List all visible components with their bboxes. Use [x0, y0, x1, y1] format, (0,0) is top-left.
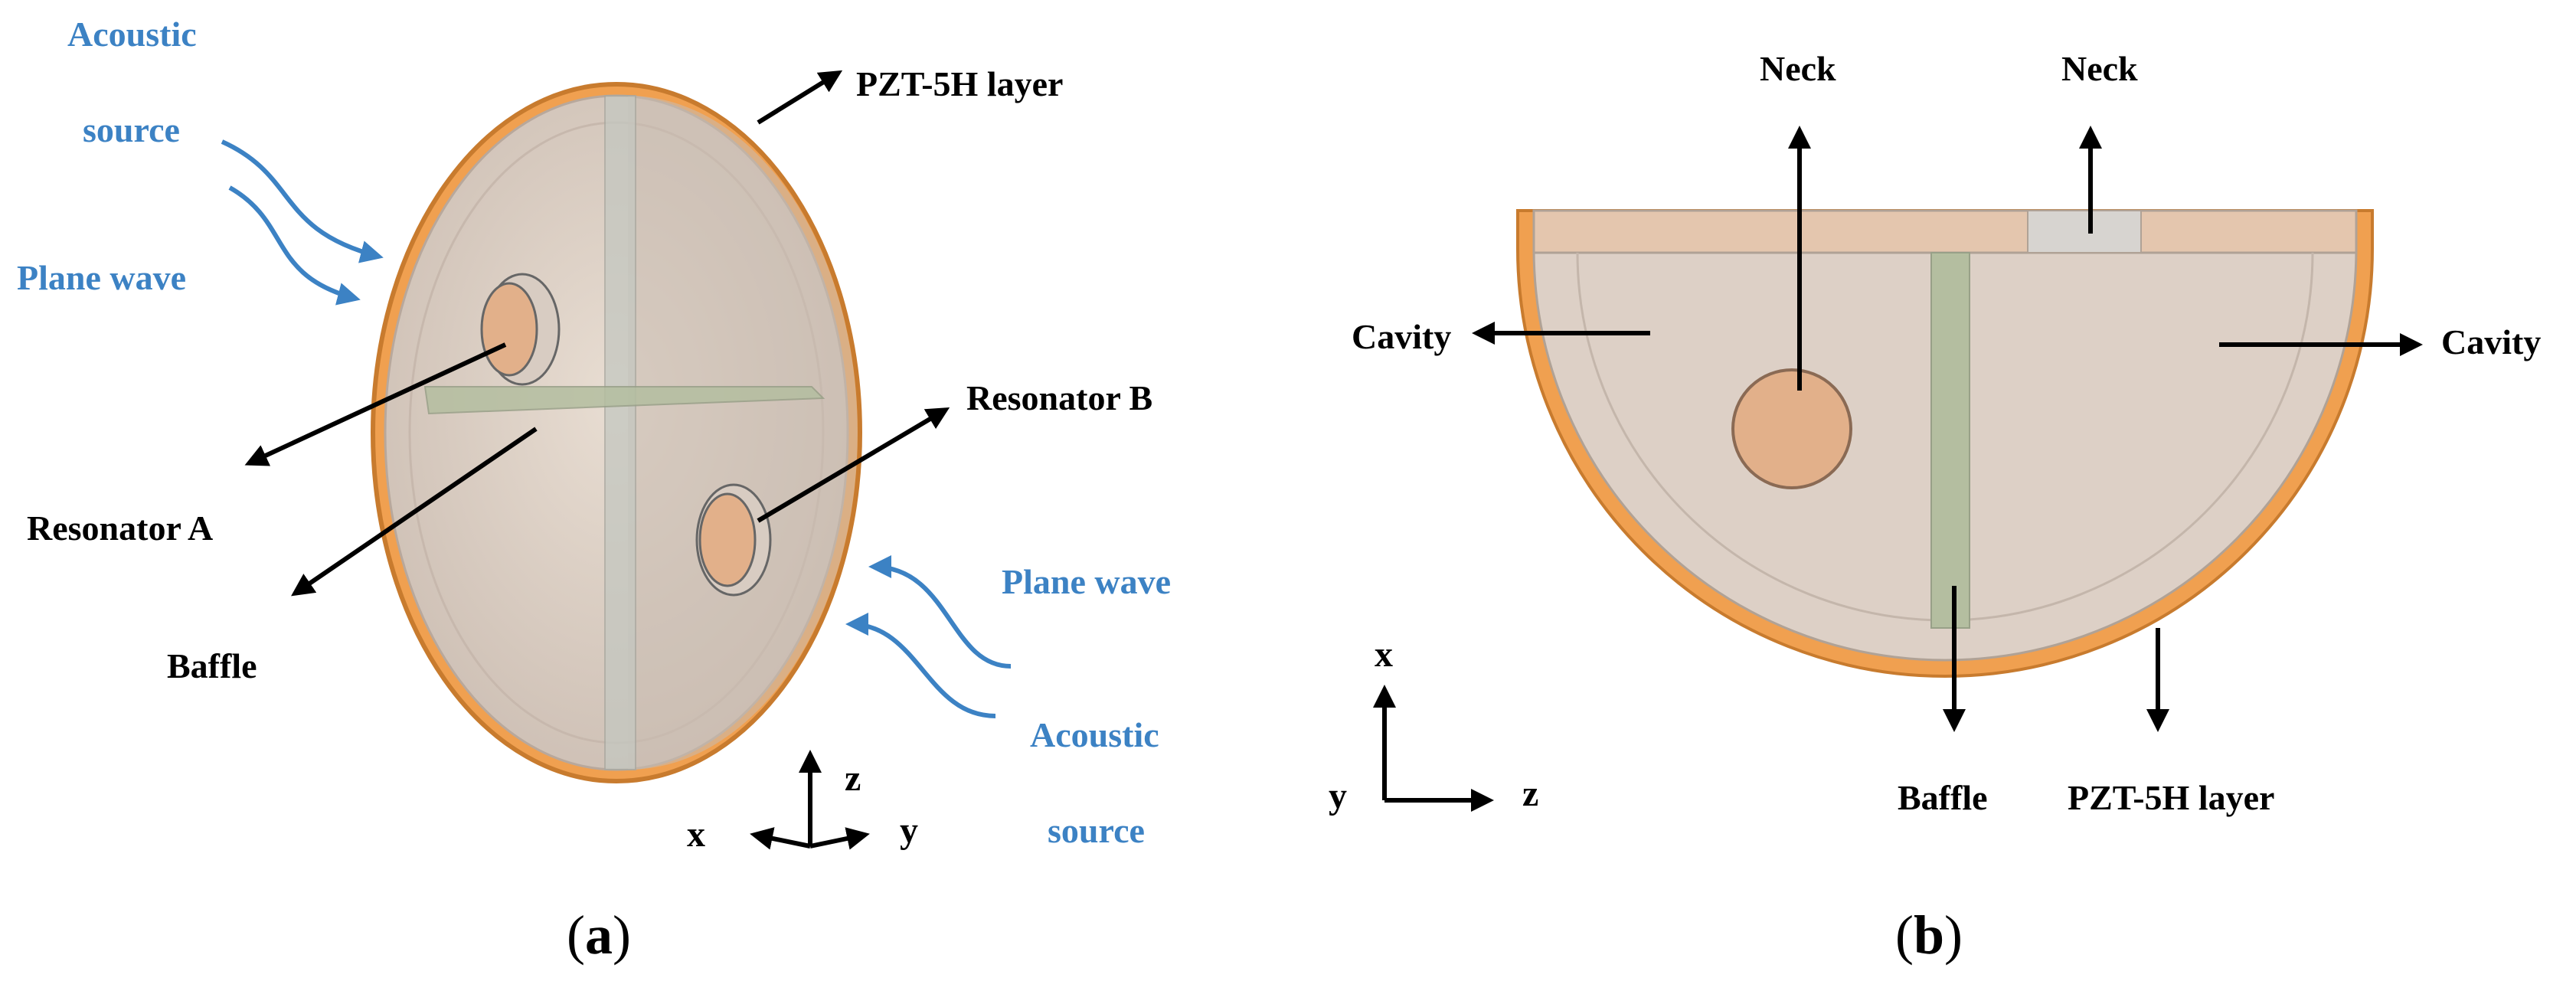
panel-b: Neck Neck Cavity Cavity Baffle PZT-5H la… — [1329, 49, 2541, 966]
label-resonator-a: Resonator A — [27, 508, 213, 548]
label-cavity-right: Cavity — [2441, 322, 2541, 361]
caption-b: (b) — [1895, 904, 1963, 966]
axis-label-x-a: x — [687, 814, 705, 855]
label-acoustic-source-left-2: source — [83, 110, 180, 149]
svg-text:(a): (a) — [567, 904, 631, 966]
label-cavity-left: Cavity — [1352, 317, 1451, 356]
label-baffle-b: Baffle — [1898, 778, 1988, 817]
label-baffle-a: Baffle — [167, 646, 257, 685]
arrow-baffle-a — [291, 427, 538, 597]
neck-disk-left — [1731, 368, 1852, 489]
arrow-pzt-layer-a — [757, 70, 843, 125]
caption-a: (a) — [567, 904, 631, 966]
label-pzt-layer-a: PZT-5H layer — [856, 64, 1063, 103]
label-acoustic-source-left-1: Acoustic — [67, 15, 197, 54]
baffle-strip-b — [1930, 252, 1970, 629]
label-plane-wave-left: Plane wave — [17, 258, 186, 297]
label-pzt-layer-b: PZT-5H layer — [2068, 778, 2274, 817]
axis-label-y-b: y — [1329, 776, 1347, 816]
vertical-divider — [604, 95, 636, 770]
resonator-a — [480, 273, 561, 386]
label-neck-left: Neck — [1760, 49, 1836, 88]
neck-box-right — [2027, 210, 2142, 253]
label-plane-wave-right: Plane wave — [1002, 562, 1171, 601]
axis-label-z-a: z — [845, 758, 861, 799]
label-acoustic-source-right-2: source — [1048, 811, 1145, 850]
svg-text:(b): (b) — [1895, 904, 1963, 966]
arrow-resonator-a — [244, 342, 507, 466]
wave-arrow-right-2 — [845, 613, 996, 718]
axis-label-x-b: x — [1375, 634, 1393, 675]
arrow-resonator-b — [757, 407, 950, 523]
axis-label-y-a: y — [900, 810, 918, 851]
axes-b — [1373, 685, 1494, 812]
wave-arrow-left-1 — [221, 139, 384, 263]
wave-arrow-right-1 — [868, 555, 1012, 669]
top-strip — [1532, 209, 2358, 254]
label-resonator-b: Resonator B — [966, 378, 1152, 417]
panel-a: Acoustic source Plane wave PZT-5H layer … — [17, 15, 1171, 966]
label-neck-right: Neck — [2061, 49, 2138, 88]
axis-label-z-b: z — [1522, 773, 1538, 814]
resonator-b — [695, 483, 772, 597]
axes-a — [750, 750, 870, 850]
wave-arrow-left-2 — [228, 185, 361, 306]
right-half — [628, 96, 858, 770]
baffle-plate — [423, 386, 825, 415]
label-acoustic-source-right-1: Acoustic — [1030, 715, 1159, 754]
